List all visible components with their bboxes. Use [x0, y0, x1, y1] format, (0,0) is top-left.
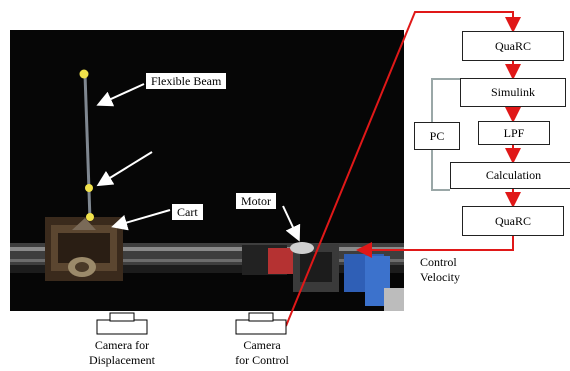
motor-pointer-arrow	[282, 205, 301, 242]
beam-marker-bottom	[86, 213, 94, 221]
camera-signal-line	[285, 11, 521, 327]
beam-marker-middle	[85, 184, 93, 192]
flexible-beam	[83, 73, 92, 221]
cart-pointer-arrow	[111, 209, 171, 231]
flexible-beam-label: Flexible Beam	[146, 73, 227, 89]
quarc-bottom-box: QuaRC	[462, 206, 564, 236]
beam-marker-top	[79, 69, 89, 79]
control-velocity-line2: Velocity	[420, 270, 460, 284]
camera-control-line2: for Control	[235, 353, 289, 367]
camera-control-icon	[235, 312, 287, 335]
camera-displacement-line1: Camera for	[94, 338, 150, 352]
photo-scene	[10, 69, 404, 311]
simulink-box: Simulink	[460, 78, 566, 107]
pc-box: PC	[414, 122, 460, 150]
calculation-box: Calculation	[450, 162, 570, 189]
control-velocity-line	[356, 235, 514, 258]
beam-pointer-arrow	[96, 83, 145, 107]
cart-label: Cart	[172, 204, 203, 220]
camera-control-label: Camera for Control	[222, 338, 302, 368]
control-velocity-label: Control Velocity	[420, 255, 460, 285]
camera-displacement-icon	[96, 312, 148, 335]
control-velocity-line1: Control	[420, 255, 457, 269]
motor-label: Motor	[236, 193, 276, 209]
middle-pointer-arrow	[96, 151, 153, 187]
lpf-box: LPF	[478, 121, 550, 145]
quarc-top-box: QuaRC	[462, 31, 564, 61]
camera-displacement-line2: Displacement	[89, 353, 155, 367]
camera-control-line1: Camera	[243, 338, 281, 352]
camera-displacement-label: Camera for Displacement	[74, 338, 170, 368]
